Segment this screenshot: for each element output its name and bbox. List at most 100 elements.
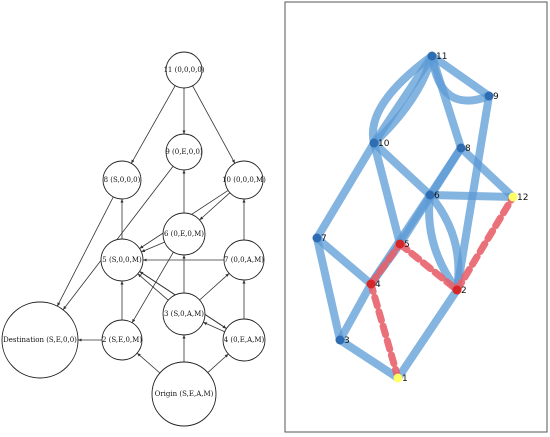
state-node: 10 (0,0,0,M) [222,160,266,200]
network-edge-curved [426,191,463,294]
network-node: 2 [452,285,467,296]
network-node-dot [312,233,322,243]
state-node-circle [1,301,79,379]
network-node-dot [369,138,379,148]
network-node-label: 11 [436,52,447,62]
network-edge-curved [368,52,436,147]
highlighted-path-edge [367,280,402,382]
network-node-label: 12 [517,193,528,203]
network-edge [336,280,375,344]
network-node: 8 [456,143,471,154]
state-node: 9 (0,E,0,0) [165,133,203,171]
network-edge-curved [428,52,493,105]
highlighted-path-edge [453,193,517,294]
network-node-dot [427,51,437,61]
state-nodes: 11 (0,0,0,0) 9 (0,E,0,0) 8 (S,0,0,0) 10 (0,… [1,51,266,427]
network-edge [370,139,404,248]
network-node: 12 [508,192,528,203]
state-node-circle [100,238,144,282]
network-node: 4 [366,279,381,290]
network-node-dot [484,91,494,101]
network-node-dot [335,335,345,345]
network-node-dot [425,190,435,200]
network-edge [370,139,434,199]
state-node-label: 10 (0,0,0,M) [222,176,266,184]
network-edge [426,144,465,199]
network-node: 5 [395,239,410,250]
state-node-circle [224,160,264,200]
network-node-dot [508,192,518,202]
state-node: 4 (0,E,A,M) [222,318,266,362]
state-node: 3 (S,0,A,M) [162,292,206,336]
transition-arrow [62,166,174,311]
state-node-circle [162,212,206,256]
network-node-dot [395,239,405,249]
network-edge [336,336,402,382]
state-node-label: 11 (0,0,0,0) [163,66,204,74]
network-node-label: 3 [344,336,350,346]
network-node: 10 [369,138,390,149]
network-edge [313,234,375,288]
state-node-circle [102,160,142,200]
network-node: 6 [425,190,440,201]
transition-arrow [199,192,231,221]
highlighted-path-edges [367,193,517,382]
transition-arrow [56,196,114,307]
state-node-circle [162,292,206,336]
network-edge-curved [370,52,436,147]
state-node-circle [165,51,203,89]
highlighted-path-edge [396,240,461,294]
state-node-circle [165,133,203,171]
network-graph-frame [284,1,548,433]
network-node-label: 7 [321,234,327,244]
network-node-dot [393,373,403,383]
state-node: 5 (S,0,0,M) [100,238,144,282]
transition-arrow [131,251,174,323]
network-edge [457,144,517,201]
network-node-label: 4 [375,280,381,290]
state-node: Origin (S,E,A,M) [151,361,217,427]
network-edge [426,191,517,201]
state-node-label: 6 (0,E,0,M) [164,230,204,238]
state-node-label: 9 (0,E,0,0) [165,148,203,156]
state-transition-diagram: 11 (0,0,0,0) 9 (0,E,0,0) 8 (S,0,0,0) 10 (0,… [1,51,266,427]
network-node-label: 6 [434,191,440,201]
transition-arrow [192,85,236,164]
transition-arrow [203,321,225,333]
highlighted-path-edge [367,240,404,288]
state-node: 6 (0,E,0,M) [162,212,206,256]
transition-arrow [136,352,161,374]
state-node-label: 3 (S,0,A,M) [164,310,204,318]
state-node: 8 (S,0,0,0) [102,160,142,200]
network-node-dot [366,279,376,289]
transition-arrow [137,273,169,301]
state-node: 11 (0,0,0,0) [163,51,205,89]
network-node-label: 9 [493,92,499,102]
state-node-label: 2 (S,E,0,M) [102,336,142,344]
state-node-circle [151,361,217,427]
network-node-label: 2 [461,286,467,296]
network-node: 1 [393,373,408,384]
state-node-label: 4 (0,E,A,M) [224,336,265,344]
network-edge [313,234,344,344]
network-node-label: 1 [402,374,408,384]
network-node: 7 [312,233,327,244]
network-node-dot [456,143,466,153]
network-edge [394,286,461,382]
transition-edges [56,85,246,374]
state-node: 2 (S,E,0,M) [101,319,143,361]
network-node-label: 10 [378,139,390,149]
state-node-label: 5 (S,0,0,M) [102,256,142,264]
transition-arrow [130,85,176,164]
state-node-circle [223,239,265,281]
transition-arrow [141,241,165,253]
network-node-label: 8 [465,144,471,154]
state-node-label: Destination (S,E,0,0) [3,336,77,344]
state-node-label: Origin (S,E,A,M) [155,390,214,398]
state-node-circle [101,319,143,361]
network-node-label: 5 [404,240,410,250]
network-node: 11 [427,51,447,62]
